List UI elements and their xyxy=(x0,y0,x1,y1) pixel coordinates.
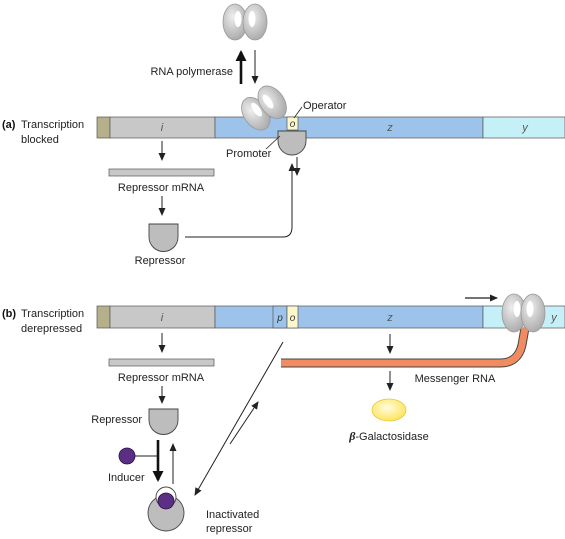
galactosidase-label: β-Galactosidase xyxy=(348,429,429,443)
panel-b-title-line1: Transcription xyxy=(21,308,84,320)
rna-polymerase-bound-icon xyxy=(241,85,287,131)
inactivated-repressor-line1: Inactivated xyxy=(206,509,259,521)
repressor-mrna-label-b: Repressor mRNA xyxy=(118,372,205,384)
dna-strand-a xyxy=(96,116,565,139)
repressor-label-b: Repressor xyxy=(91,414,142,426)
gene-y-label-a: y xyxy=(521,122,529,134)
repressor-binding-arrow xyxy=(185,163,296,238)
gene-p-label-b: p xyxy=(276,313,283,324)
repressor-mrna-label-a: Repressor mRNA xyxy=(118,182,205,194)
panel-b-letter: (b) xyxy=(2,308,16,320)
rna-polymerase-free-icon xyxy=(222,3,268,41)
panel-b: i p o z y (b) Transcription derepressed … xyxy=(2,293,565,535)
panel-b-title-line2: derepressed xyxy=(21,323,82,335)
rna-polymerase-transcribing-icon xyxy=(501,293,546,333)
repressor-mrna-bar-a xyxy=(108,168,215,177)
gene-i-label-b: i xyxy=(161,312,164,324)
gene-z-label-b: z xyxy=(386,312,393,324)
messenger-rna-fill xyxy=(281,327,529,367)
dna-strand-b xyxy=(96,305,565,329)
panel-a: RNA polymerase i z y o (a) Transcription… xyxy=(2,3,565,267)
repressor-mrna-bar-b xyxy=(108,358,215,367)
promoter-pointer xyxy=(265,135,281,150)
equilibrium-arrow xyxy=(229,401,259,445)
gene-y-label-b: y xyxy=(550,312,558,324)
gene-o-label-b: o xyxy=(290,313,296,324)
panel-a-letter: (a) xyxy=(2,119,16,131)
inducer-icon xyxy=(118,447,136,465)
galactosidase-icon xyxy=(371,398,407,422)
inducer-label: Inducer xyxy=(108,472,145,484)
operator-label: Operator xyxy=(303,100,347,112)
inactivated-repressor-line2: repressor xyxy=(206,523,253,535)
repressor-shape-a xyxy=(148,223,179,252)
operator-o-label-a: o xyxy=(290,119,296,130)
repressor-inactivation-arrow xyxy=(194,341,284,496)
gene-z-label-a: z xyxy=(386,122,393,134)
gene-i-label-a: i xyxy=(161,122,164,134)
panel-a-title-line1: Transcription xyxy=(21,119,84,131)
messenger-rna-label: Messenger RNA xyxy=(415,373,496,385)
operator-pointer xyxy=(293,106,303,119)
bound-repressor-shape xyxy=(277,130,307,156)
bound-inducer-icon xyxy=(157,492,175,510)
repressor-shape-b xyxy=(148,408,179,435)
rna-polymerase-label: RNA polymerase xyxy=(150,66,233,78)
promoter-label: Promoter xyxy=(226,148,272,160)
repressor-label-a: Repressor xyxy=(135,255,186,267)
messenger-rna-strand xyxy=(281,327,530,368)
panel-a-title-line2: blocked xyxy=(21,134,59,146)
